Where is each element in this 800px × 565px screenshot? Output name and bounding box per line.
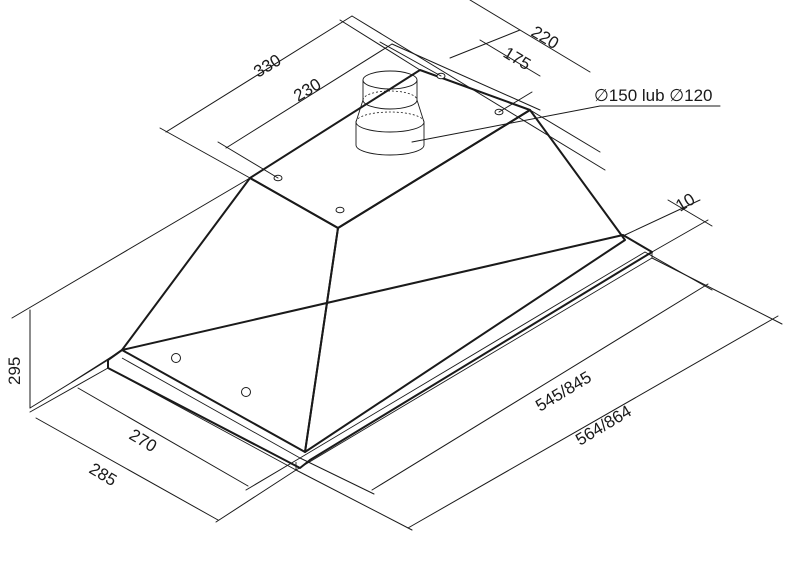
dim-base-width-inner: 545/845: [532, 367, 594, 415]
dim-duct-diameter: ∅150 lub ∅120: [594, 86, 712, 105]
hood-front-face: [304, 109, 626, 453]
dim-base-width-outer: 564/864: [572, 401, 634, 449]
dim-base-depth-outer: 285: [86, 459, 120, 490]
side-mounting-hole: [241, 387, 251, 397]
base-flange-inner-edge: [121, 251, 646, 459]
side-mounting-hole: [171, 353, 181, 363]
exhaust-collar: [355, 70, 425, 156]
hood-body: [107, 69, 653, 471]
dimension-lines: [11, 0, 783, 531]
dim-base-depth-inner: 270: [126, 425, 160, 456]
dim-top-depth-inner: 230: [290, 75, 324, 106]
dim-top-width-outer: 220: [528, 22, 562, 53]
top-mounting-hole: [335, 206, 345, 214]
collar-top-rim: [362, 70, 418, 90]
base-flange: [107, 234, 653, 469]
hood-left-face: [121, 177, 339, 453]
dim-height: 295: [5, 357, 24, 385]
